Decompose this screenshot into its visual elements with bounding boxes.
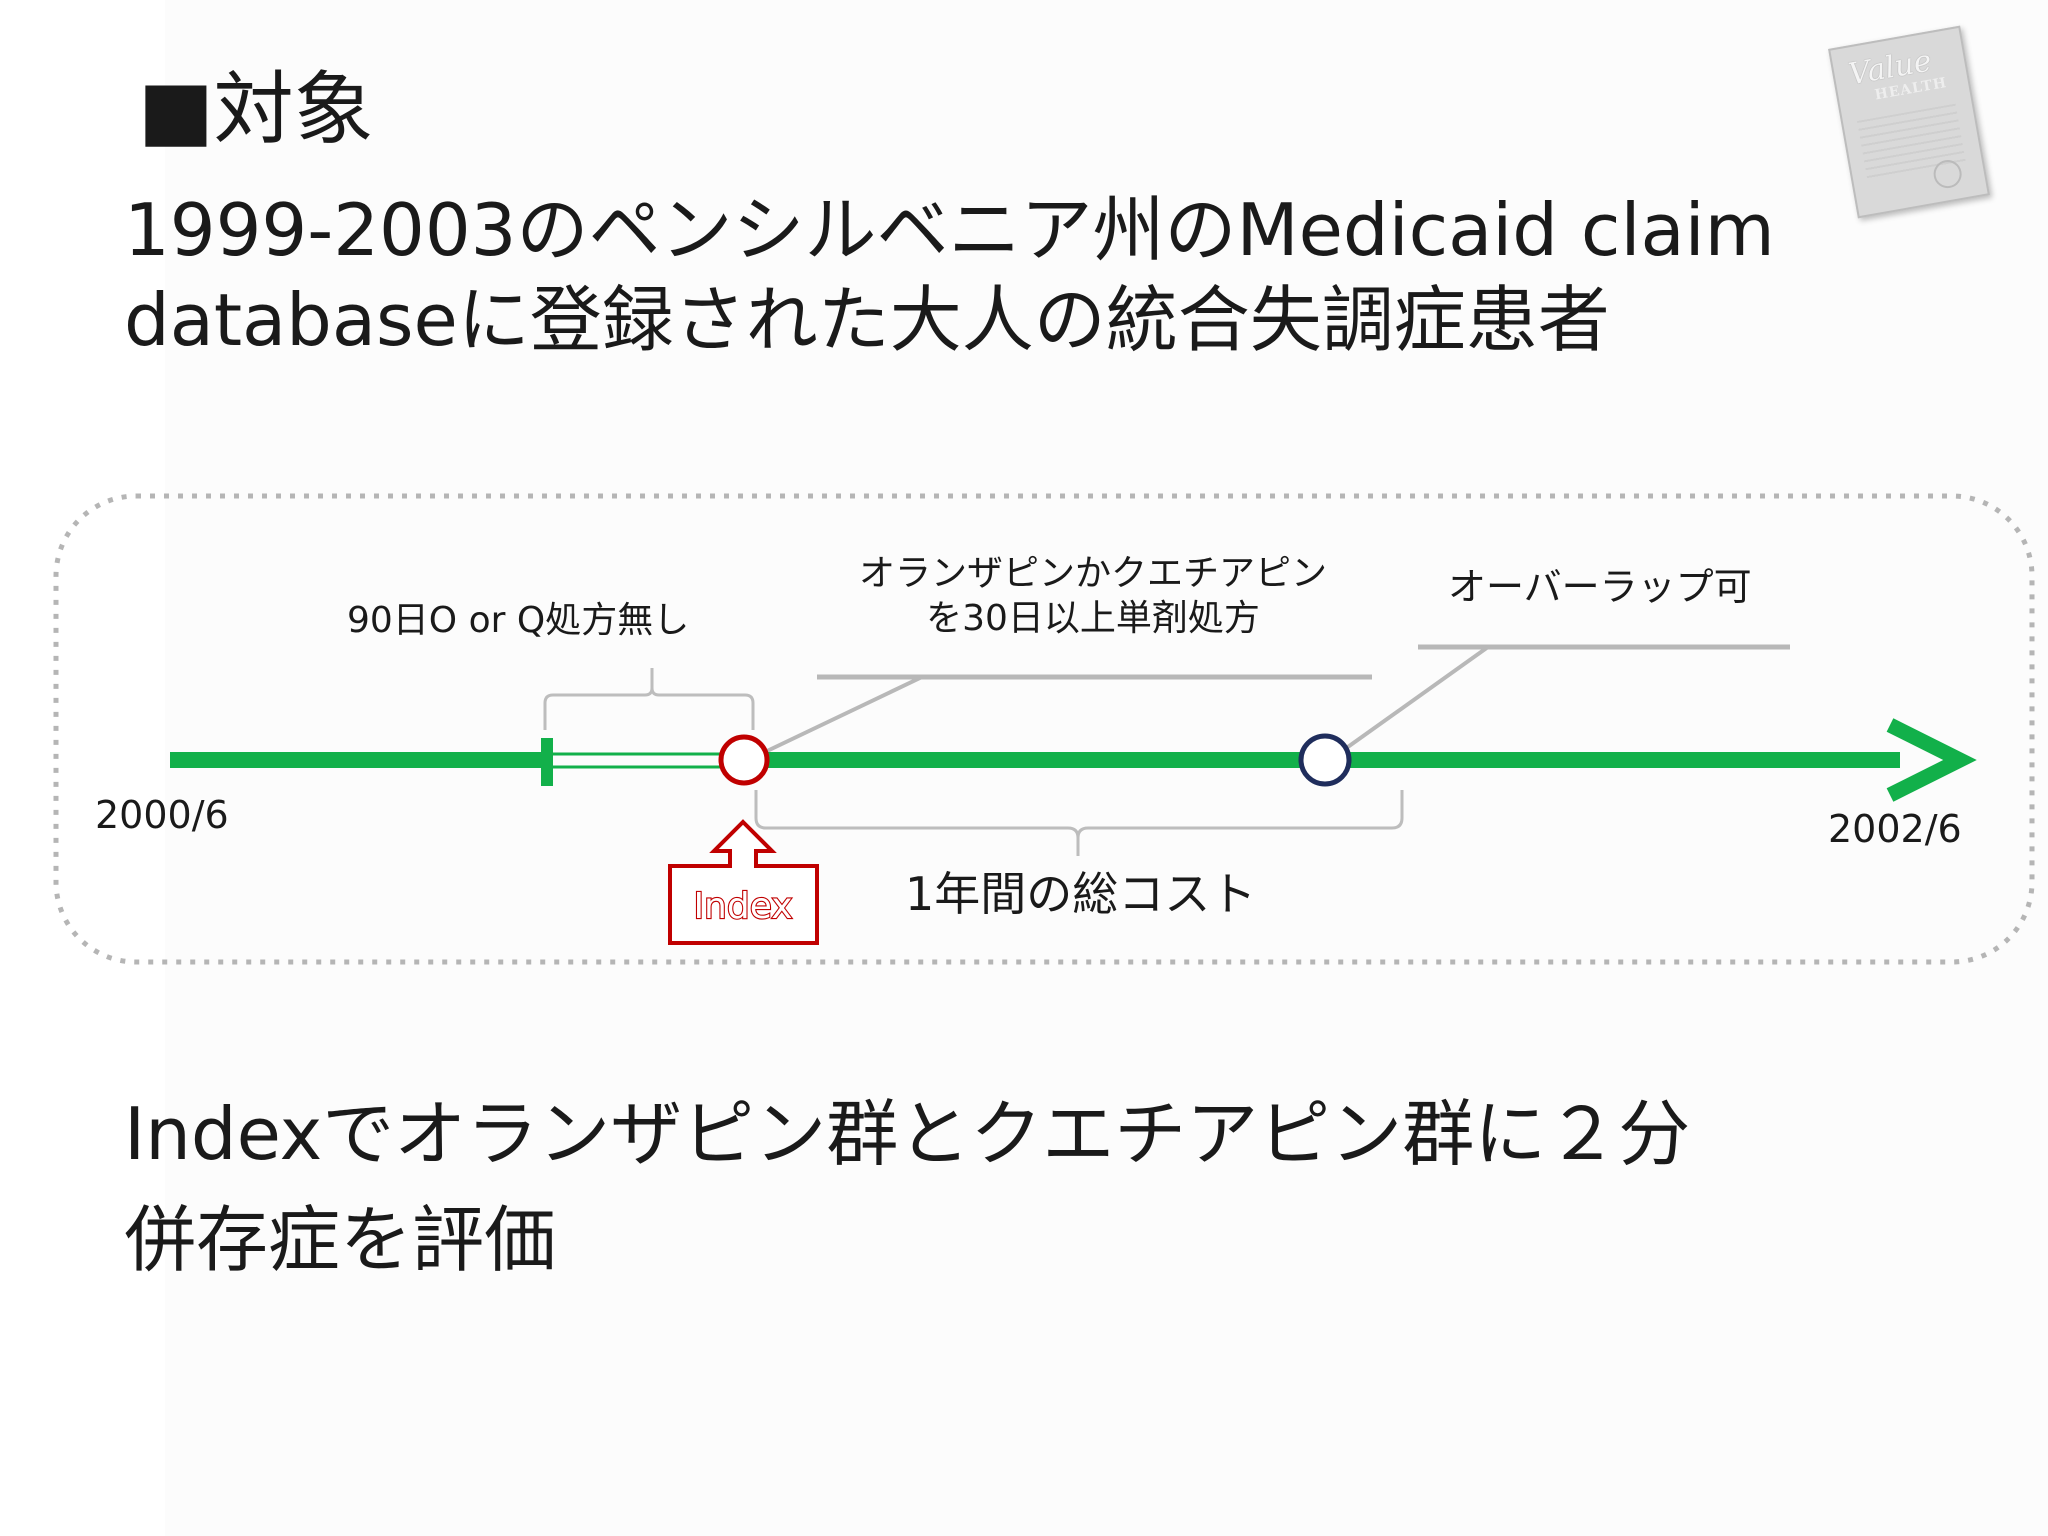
end-date-label: 2002/6 <box>1828 807 1962 851</box>
washout-label: 90日O or Q処方無し <box>347 600 689 641</box>
criteria-label-line-1: オランザピンかクエチアピン <box>859 553 1327 594</box>
overlap-label: オーバーラップ可 <box>1448 565 1752 609</box>
analysis-line-1: Indexでオランザピン群とクエチアピン群に２分 <box>124 1092 1691 1176</box>
cost-label: 1年間の総コスト <box>905 867 1256 921</box>
slide-title: ■対象 <box>138 63 374 156</box>
cost-brace <box>754 790 1404 856</box>
start-date-label: 2000/6 <box>95 793 229 837</box>
timeline-arrow-head <box>1886 718 1977 802</box>
index-callout-box <box>668 819 819 945</box>
index-date-marker <box>718 734 770 786</box>
index-label: Index <box>693 886 792 927</box>
washout-brace <box>543 668 755 730</box>
criteria-label-line-2: を30日以上単剤処方 <box>926 598 1260 639</box>
analysis-line-2: 併存症を評価 <box>124 1198 557 1282</box>
criteria-callout-leader <box>764 675 923 754</box>
timeline-dotted-frame <box>53 493 2035 965</box>
washout-start-tick <box>541 738 553 786</box>
population-line-1: 1999-2003のペンシルベニア州のMedicaid claim <box>124 188 1775 272</box>
population-line-2: databaseに登録された大人の統合失調症患者 <box>124 278 1610 362</box>
overlap-callout-leader <box>1343 645 1490 751</box>
followup-end-marker <box>1298 733 1352 787</box>
